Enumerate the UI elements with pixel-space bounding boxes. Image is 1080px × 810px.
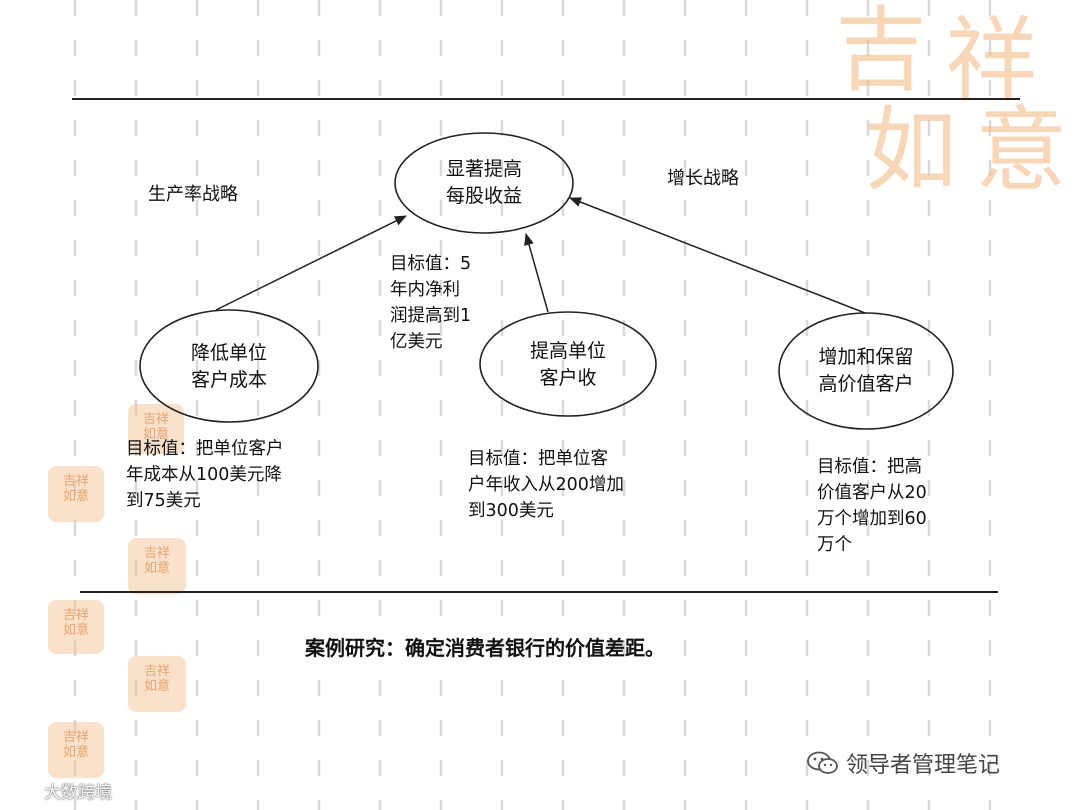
cost-node-label: 降低单位 客户成本	[169, 340, 289, 394]
productivity-strategy-label: 生产率战略	[148, 180, 238, 206]
goal-target-text: 目标值：5 年内净利 润提高到1 亿美元	[390, 251, 471, 355]
wechat-icon	[806, 750, 840, 776]
corner-watermark: 大数跨境	[14, 778, 112, 803]
arrow-cost-to-goal	[216, 216, 406, 310]
arrow-customer-to-goal	[570, 198, 865, 313]
case-study-caption: 案例研究：确定消费者银行的价值差距。	[305, 632, 665, 661]
corner-label: 大数跨境	[44, 778, 112, 803]
cost-target-text: 目标值：把单位客户 年成本从100美元降 到75美元	[126, 436, 284, 514]
goal-node-label: 显著提高 每股收益	[424, 156, 544, 210]
wechat-label: 领导者管理笔记	[846, 747, 1000, 779]
arrow-revenue-to-goal	[526, 234, 548, 312]
revenue-target-text: 目标值：把单位客 户年收入从200增加 到300美元	[468, 446, 624, 524]
revenue-node-label: 提高单位 客户收	[508, 338, 628, 392]
customer-node-label: 增加和保留 高价值客户	[796, 344, 936, 398]
wechat-watermark: 领导者管理笔记	[806, 747, 1000, 779]
growth-strategy-label: 增长战略	[667, 164, 739, 190]
customer-target-text: 目标值：把高 价值客户从20 万个增加到60 万个	[817, 454, 927, 558]
brand-icon	[14, 782, 40, 800]
